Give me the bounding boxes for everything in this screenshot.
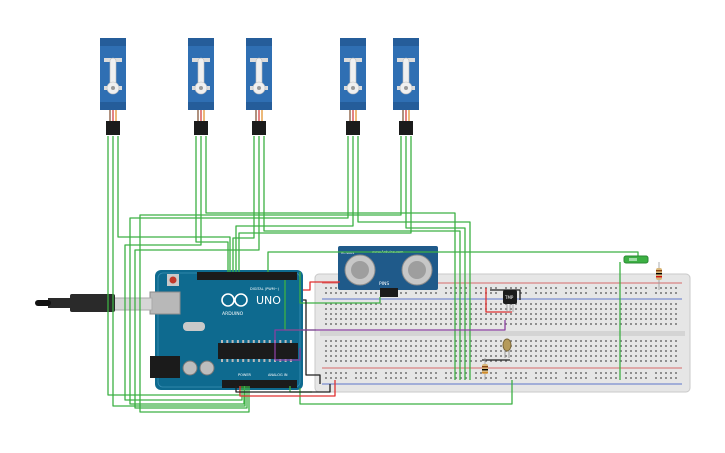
resistor-2[interactable] [656, 262, 662, 290]
ultrasonic-pins-label: PINS [379, 281, 389, 287]
servo-connector [399, 121, 413, 135]
breadboard[interactable] [314, 273, 691, 393]
analog-power-header[interactable] [222, 380, 297, 388]
servo-4[interactable] [340, 38, 366, 135]
servo-connector [106, 121, 120, 135]
servo-connector [194, 121, 208, 135]
capacitor-1 [182, 360, 198, 376]
arduino-model-text: UNO [256, 294, 281, 307]
photoresistor[interactable] [502, 338, 512, 358]
digital-header[interactable] [197, 272, 297, 280]
digital-label: DIGITAL (PWM~) [250, 287, 280, 291]
servo-5[interactable] [393, 38, 419, 135]
crystal [183, 322, 205, 331]
ultrasonic-pins [380, 288, 398, 297]
capacitor-2 [199, 360, 215, 376]
servo-group [100, 38, 419, 135]
power-label: POWER [238, 373, 252, 377]
servo-connector [346, 121, 360, 135]
servo-1[interactable] [100, 38, 126, 135]
arduino-brand-text: ARDUINO [222, 311, 244, 317]
resistor-1[interactable] [482, 358, 488, 380]
servo-3[interactable] [246, 38, 272, 135]
slide-switch[interactable] [623, 255, 649, 264]
power-jack [150, 356, 180, 378]
arduino-uno-board[interactable]: UNO ARDUINO DIGITAL (PWM~) POWER ANALOG … [149, 270, 303, 390]
wires [107, 136, 639, 413]
tmp-sensor[interactable]: TMP [503, 290, 517, 312]
usb-port [149, 291, 181, 315]
servo-connector [252, 121, 266, 135]
arduino-logo-icon [221, 293, 235, 307]
atmega-chip [218, 343, 298, 359]
ultrasonic-sensor[interactable]: www.Arduino.com PINS HC-SR04 [338, 246, 438, 297]
servo-2[interactable] [188, 38, 214, 135]
ultrasonic-side-label: HC-SR04 [341, 251, 354, 255]
analog-label: ANALOG IN [268, 373, 288, 377]
tmp-label: TMP [504, 295, 514, 300]
usb-cable-icon [35, 294, 153, 312]
